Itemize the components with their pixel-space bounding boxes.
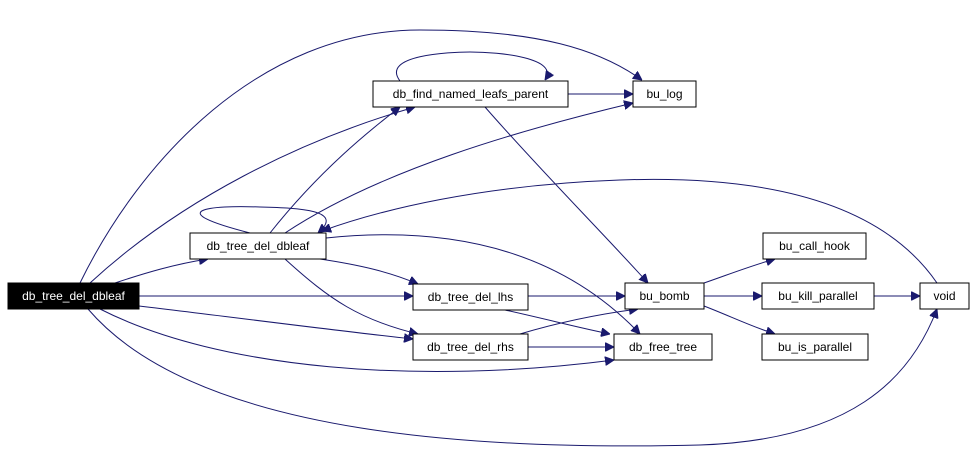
edge-db-tree-del-lhs-to-db-free-tree <box>504 309 610 334</box>
node-db-tree-del-dbleaf[interactable]: db_tree_del_dbleaf <box>7 282 140 310</box>
node-bu-is-parallel[interactable]: bu_is_parallel <box>761 333 869 361</box>
node-label: db_tree_del_lhs <box>428 290 513 304</box>
node-bu-call-hook[interactable]: bu_call_hook <box>762 232 867 260</box>
edge-db-tree-del-dbleaf-inner-to-bu-log <box>284 103 633 234</box>
edge-db-tree-del-dbleaf-inner-to-db-free-tree <box>325 234 640 334</box>
node-label: bu_bomb <box>639 289 689 303</box>
node-box[interactable] <box>624 282 705 310</box>
node-box[interactable] <box>412 333 529 361</box>
node-box[interactable] <box>613 333 713 361</box>
node-label: db_tree_del_dbleaf <box>207 239 310 253</box>
node-label: void <box>933 289 955 303</box>
node-box[interactable] <box>412 283 529 311</box>
node-box[interactable] <box>7 282 140 310</box>
node-box[interactable] <box>632 80 697 108</box>
node-label: bu_is_parallel <box>778 340 852 354</box>
node-label: db_find_named_leafs_parent <box>393 87 549 101</box>
node-box[interactable] <box>761 282 875 310</box>
node-box[interactable] <box>919 282 970 310</box>
node-box[interactable] <box>372 80 569 108</box>
node-db-tree-del-dbleaf-inner[interactable]: db_tree_del_dbleaf <box>189 232 327 260</box>
node-box[interactable] <box>189 232 327 260</box>
edge-db-tree-del-dbleaf-to-db-tree-del-dbleaf-inner <box>114 259 208 284</box>
edge-db-tree-del-dbleaf-inner-to-db-tree-del-dbleaf-inner <box>199 206 326 233</box>
node-bu-log[interactable]: bu_log <box>632 80 697 108</box>
edges-layer <box>79 29 938 447</box>
node-db-tree-del-lhs[interactable]: db_tree_del_lhs <box>412 283 529 311</box>
node-box[interactable] <box>762 232 867 260</box>
node-bu-kill-parallel[interactable]: bu_kill_parallel <box>761 282 875 310</box>
nodes-layer: db_tree_del_dbleaf db_find_named_leafs_pa… <box>7 80 970 361</box>
node-label: db_tree_del_rhs <box>427 340 514 354</box>
node-label: bu_kill_parallel <box>778 289 857 303</box>
node-label: bu_call_hook <box>779 239 851 253</box>
edge-void-to-db-tree-del-dbleaf-inner <box>322 178 938 284</box>
edge-bu-bomb-to-bu-is-parallel <box>703 305 775 334</box>
edge-db-tree-del-dbleaf-to-db-free-tree <box>99 308 614 373</box>
edge-db-tree-del-dbleaf-to-void <box>87 309 937 447</box>
edge-db-find-named-leafs-parent-to-db-find-named-leafs-parent <box>396 51 547 82</box>
edge-db-tree-del-dbleaf-to-db-tree-del-rhs <box>138 305 413 339</box>
node-db-free-tree[interactable]: db_free_tree <box>613 333 713 361</box>
edge-bu-bomb-to-bu-call-hook <box>703 259 775 284</box>
edge-db-find-named-leafs-parent-to-bu-bomb <box>484 106 648 283</box>
node-label: db_free_tree <box>629 340 697 354</box>
edge-db-tree-del-dbleaf-inner-to-db-find-named-leafs-parent <box>269 107 400 234</box>
node-label: bu_log <box>646 87 682 101</box>
node-bu-bomb[interactable]: bu_bomb <box>624 282 705 310</box>
edge-db-tree-del-rhs-to-bu-bomb <box>519 309 638 335</box>
node-label: db_tree_del_dbleaf <box>22 289 125 303</box>
edge-db-tree-del-dbleaf-to-bu-log <box>79 29 642 284</box>
node-db-find-named-leafs-parent[interactable]: db_find_named_leafs_parent <box>372 80 569 108</box>
edge-db-tree-del-dbleaf-inner-to-db-tree-del-lhs <box>319 258 418 284</box>
edge-db-tree-del-dbleaf-to-db-find-named-leafs-parent <box>89 107 415 284</box>
node-box[interactable] <box>761 333 869 361</box>
node-void[interactable]: void <box>919 282 970 310</box>
edge-db-tree-del-dbleaf-inner-to-db-tree-del-rhs <box>284 258 418 334</box>
node-db-tree-del-rhs[interactable]: db_tree_del_rhs <box>412 333 529 361</box>
